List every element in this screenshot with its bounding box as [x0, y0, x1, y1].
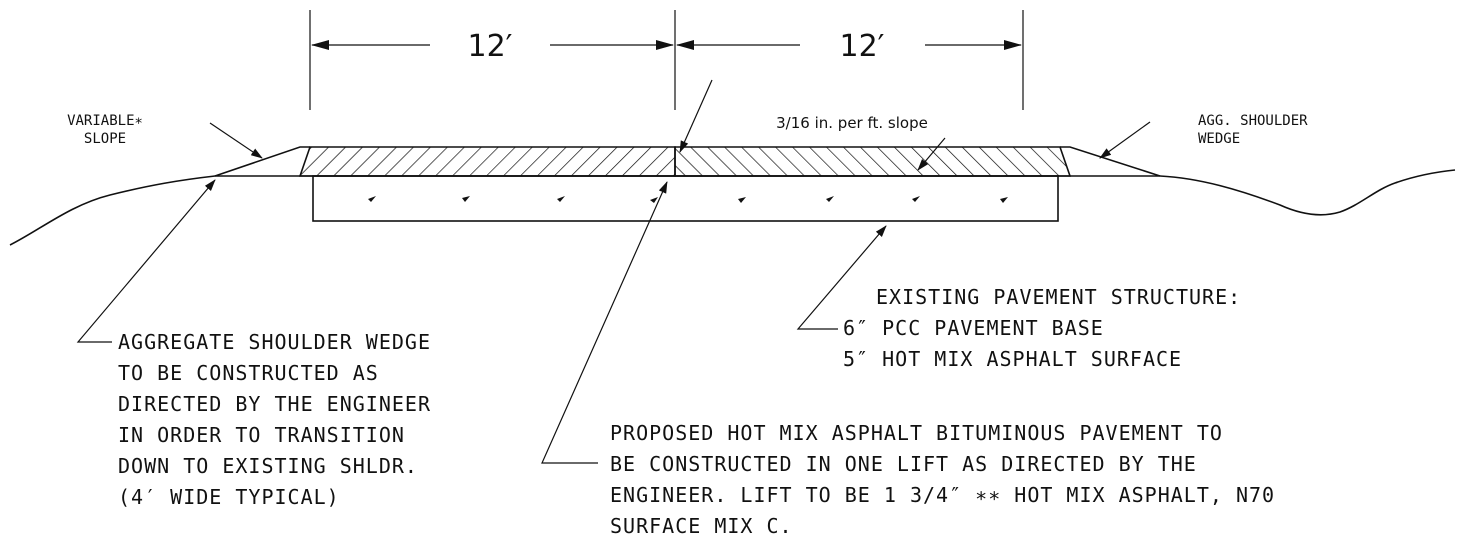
crown-leader: [679, 79, 713, 153]
agg-shoulder-label-line2: WEDGE: [1198, 131, 1240, 147]
aggregate-wedge-leader: [76, 179, 216, 343]
variable-slope-label-line2: SLOPE: [84, 131, 126, 147]
existing-ground-line: [9, 169, 1456, 246]
proposed-hma-note-line4: SURFACE MIX C.: [610, 514, 793, 538]
proposed-hma-right-lane: [674, 146, 1072, 177]
aggregate-wedge-note-line1: AGGREGATE SHOULDER WEDGE: [118, 330, 431, 354]
pcc-aggregate-marks: [368, 196, 1008, 203]
proposed-hma-note-line2: BE CONSTRUCTED IN ONE LIFT AS DIRECTED B…: [610, 452, 1197, 476]
existing-pavement-leader: [796, 225, 887, 330]
existing-pavement-note: EXISTING PAVEMENT STRUCTURE: 6″ PCC PAVE…: [843, 285, 1241, 371]
right-shoulder-wedge: [1060, 146, 1161, 177]
aggregate-wedge-note: AGGREGATE SHOULDER WEDGE TO BE CONSTRUCT…: [118, 330, 431, 509]
aggregate-wedge-note-line6: (4′ WIDE TYPICAL): [118, 485, 340, 509]
aggregate-wedge-note-line3: DIRECTED BY THE ENGINEER: [118, 392, 431, 416]
agg-shoulder-leader: [1099, 121, 1151, 159]
variable-slope-leader: [209, 122, 263, 159]
proposed-hma-note-line3: ENGINEER. LIFT TO BE 1 3/4″ ∗∗ HOT MIX A…: [610, 483, 1275, 507]
aggregate-wedge-note-line4: IN ORDER TO TRANSITION: [118, 423, 405, 447]
existing-pavement-note-line3: 5″ HOT MIX ASPHALT SURFACE: [843, 347, 1182, 371]
existing-pavement-note-line1: EXISTING PAVEMENT STRUCTURE:: [876, 285, 1241, 309]
aggregate-wedge-note-line5: DOWN TO EXISTING SHLDR.: [118, 454, 418, 478]
dimension-right-lane: 12′: [840, 29, 885, 64]
proposed-hma-left-lane: [298, 146, 676, 177]
left-shoulder-wedge: [214, 146, 310, 177]
cross-slope-leader: [917, 137, 946, 171]
existing-pcc-base: [312, 175, 1059, 222]
dimension-left-lane: 12′: [468, 29, 513, 64]
variable-slope-label-line1: VARIABLE∗: [67, 113, 143, 129]
proposed-hma-leader: [541, 181, 668, 464]
proposed-hma-note: PROPOSED HOT MIX ASPHALT BITUMINOUS PAVE…: [610, 421, 1275, 538]
existing-pavement-note-line2: 6″ PCC PAVEMENT BASE: [843, 316, 1104, 340]
cross-slope-label: 3/16 in. per ft. slope: [776, 114, 928, 132]
dimension-extension-lines: [309, 10, 1024, 110]
proposed-hma-note-line1: PROPOSED HOT MIX ASPHALT BITUMINOUS PAVE…: [610, 421, 1223, 445]
aggregate-wedge-note-line2: TO BE CONSTRUCTED AS: [118, 361, 379, 385]
agg-shoulder-label-line1: AGG. SHOULDER: [1198, 113, 1308, 129]
